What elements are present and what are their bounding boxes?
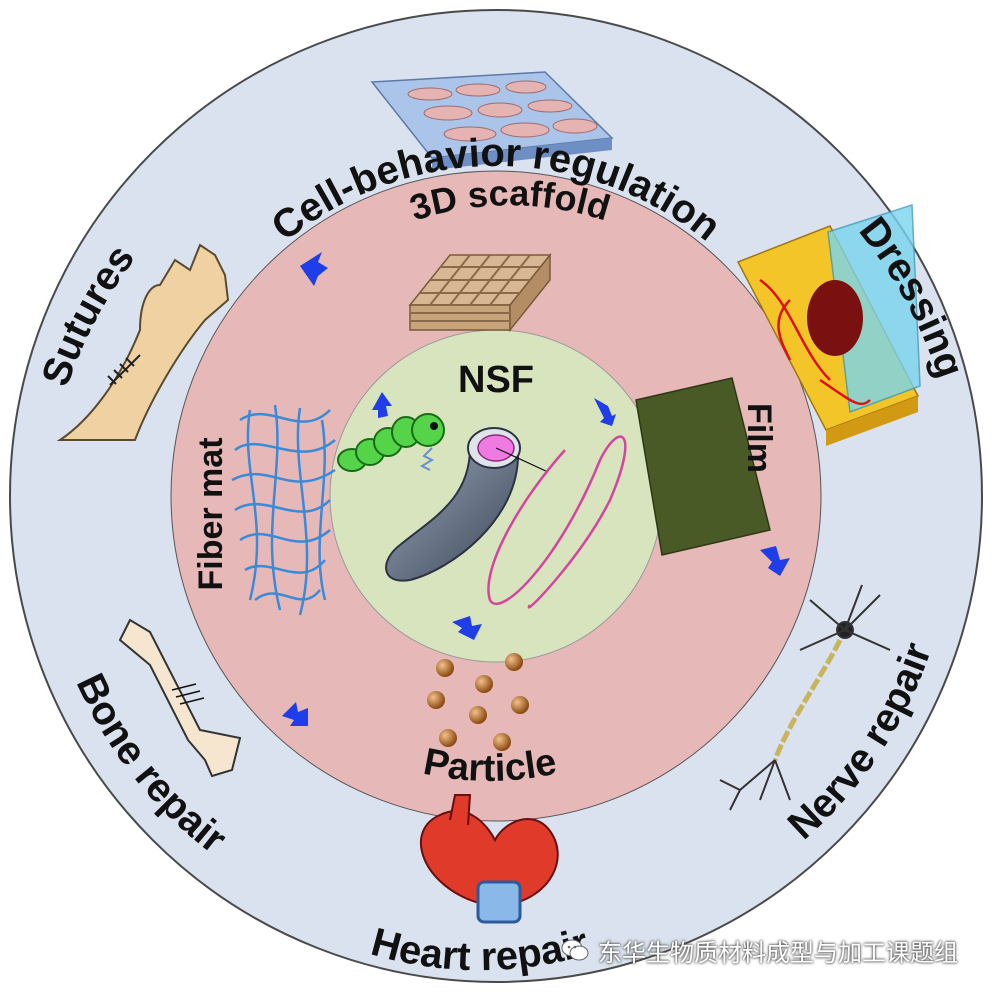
particles-icon [427, 653, 529, 751]
film-icon [635, 377, 771, 556]
arrow-icon [452, 616, 482, 640]
arm-sutures-icon [56, 243, 230, 441]
arrow-icon [300, 252, 328, 286]
particle-label: Particle [420, 741, 560, 790]
fiber-mat-label: Fiber mat [192, 437, 230, 590]
wechat-icon [561, 939, 589, 961]
fiber-mat-icon [231, 404, 336, 616]
heart-icon [419, 794, 559, 924]
bone-icon [118, 618, 242, 778]
arrow-icon [594, 398, 616, 426]
dressing-icon [736, 203, 921, 446]
center-label: NSF [458, 359, 534, 401]
cell-substrate-icon [370, 71, 614, 170]
arrows [282, 252, 790, 726]
fibroin-strand-icon [487, 435, 627, 609]
arrow-icon [760, 546, 790, 576]
arrow-icon [282, 702, 308, 726]
silkworm-icon [337, 413, 445, 472]
silk-fiber-icon [385, 427, 549, 582]
scaffold-icon [408, 252, 552, 333]
neuron-icon [719, 584, 891, 811]
watermark-text: 东华生物质材料成型与加工课题组 [598, 938, 958, 967]
arrow-icon [372, 392, 392, 418]
watermark: 东华生物质材料成型与加工课题组 [560, 930, 970, 970]
film-label: Film [740, 403, 778, 473]
